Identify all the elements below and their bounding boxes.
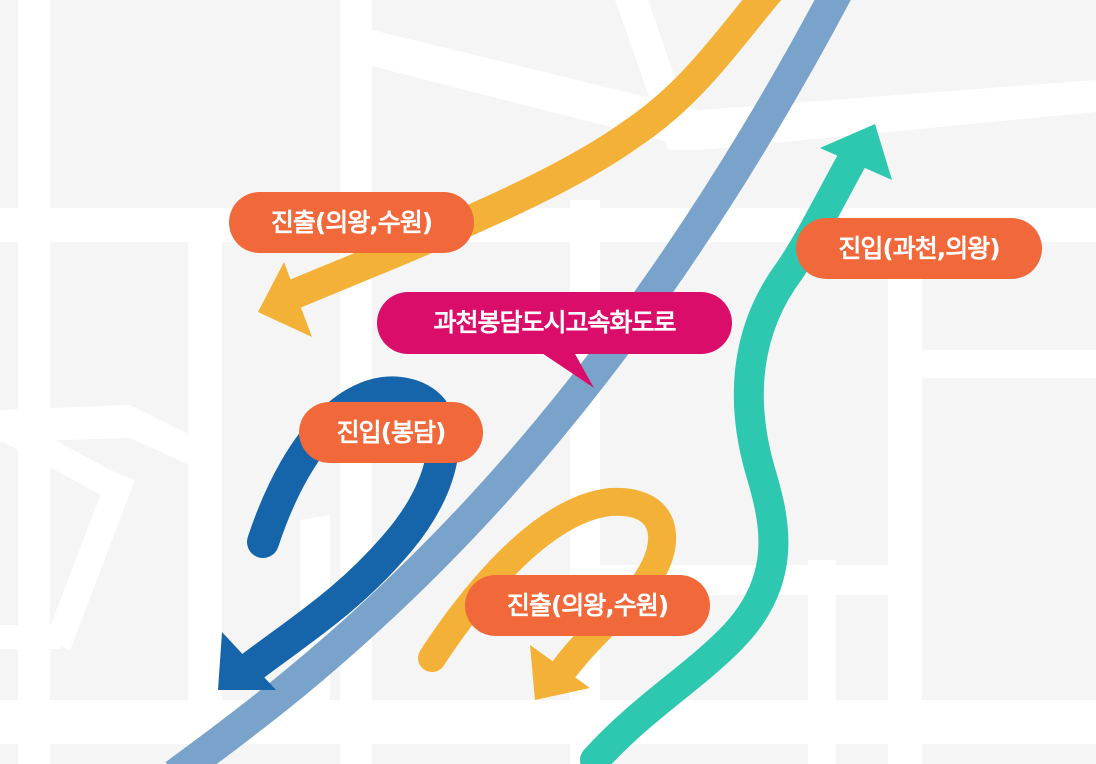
highway-name-label: 과천봉담도시고속화도로 xyxy=(377,292,732,354)
highway-label-pointer xyxy=(530,345,594,388)
arrowhead-down-left-icon xyxy=(218,632,276,690)
road-diagonal xyxy=(45,470,135,650)
road-diagonal xyxy=(0,410,110,500)
road-vertical xyxy=(18,0,50,764)
arrowhead-down-icon xyxy=(530,645,590,700)
road-horizontal xyxy=(0,700,1096,744)
exit-route-top xyxy=(258,0,782,337)
road-diagonal xyxy=(0,405,200,470)
road-vertical xyxy=(188,220,222,764)
entry-label-right: 진입(과천,의왕) xyxy=(796,218,1042,279)
road-horizontal xyxy=(900,350,1096,378)
highway-line xyxy=(165,0,851,764)
exit-label-bottom: 진출(의왕,수원) xyxy=(465,575,710,636)
arrowhead-up-icon xyxy=(820,124,892,180)
exit-label-top: 진출(의왕,수원) xyxy=(229,192,474,253)
entry-label-bongdam: 진입(봉담) xyxy=(299,402,483,463)
road-vertical xyxy=(888,240,922,764)
arrowhead-left-icon xyxy=(258,262,312,337)
road-diagonal xyxy=(372,30,1096,150)
